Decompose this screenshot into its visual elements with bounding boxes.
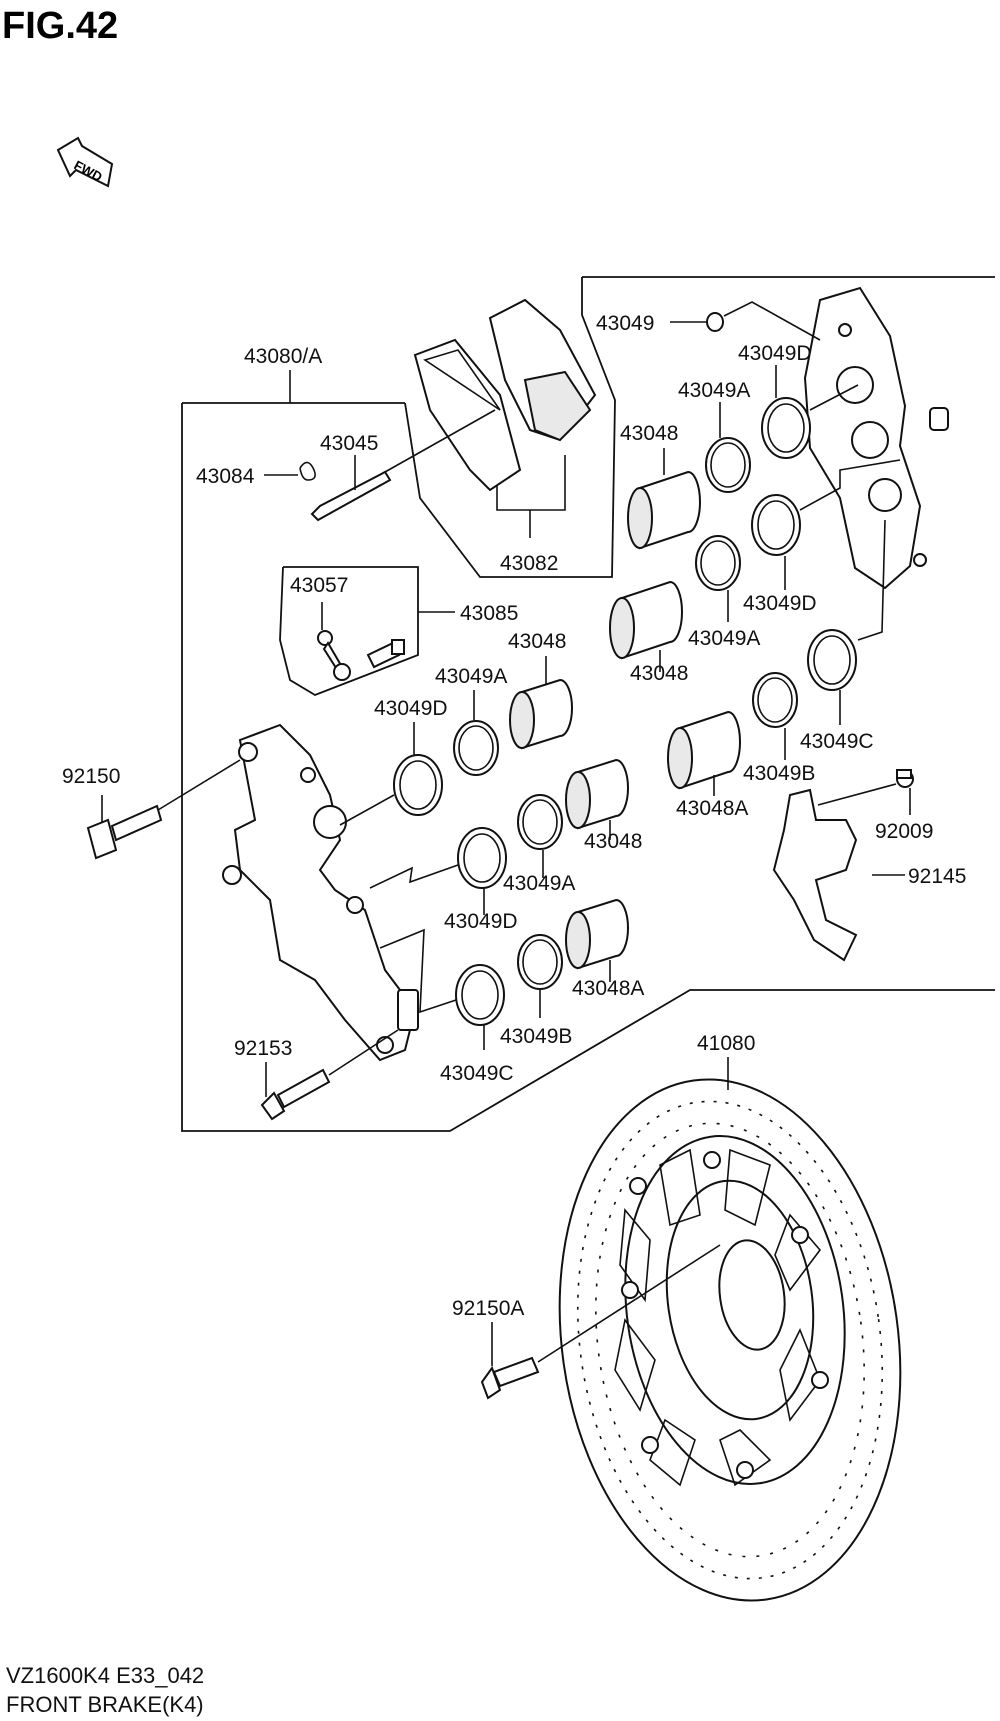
callout-92009: 92009 bbox=[875, 820, 933, 843]
seal-43049A-l2 bbox=[517, 794, 563, 850]
callout-43049B-l: 43049B bbox=[500, 1025, 572, 1048]
piston-43048A-l bbox=[565, 898, 629, 970]
callout-43080A: 43080/A bbox=[244, 345, 322, 368]
callout-43049D-r1: 43049D bbox=[738, 342, 812, 365]
caliper-left bbox=[222, 723, 419, 1062]
bleed-valve-43057 bbox=[317, 630, 351, 681]
seal-43049C-l bbox=[455, 964, 505, 1026]
brake-pad-1 bbox=[413, 338, 522, 492]
pad-pin bbox=[310, 409, 496, 522]
callout-43049B-r: 43049B bbox=[743, 762, 815, 785]
callout-92153: 92153 bbox=[234, 1037, 292, 1060]
callout-41080: 41080 bbox=[697, 1032, 755, 1055]
seal-43049D-r2 bbox=[751, 494, 801, 556]
callout-43049D-l1: 43049D bbox=[374, 697, 448, 720]
callout-43048-r2: 43048 bbox=[630, 662, 688, 685]
clip-43084 bbox=[299, 461, 316, 481]
seal-43049D-l2 bbox=[457, 827, 507, 889]
bolt-92150 bbox=[86, 804, 163, 860]
seal-43049D-r1 bbox=[761, 397, 811, 459]
diagram-caption: FRONT BRAKE(K4) bbox=[6, 1692, 204, 1717]
piston-43048-r1 bbox=[627, 470, 701, 550]
callout-43057: 43057 bbox=[290, 574, 348, 597]
callout-43048-l2: 43048 bbox=[584, 830, 642, 853]
callout-43049C-l: 43049C bbox=[440, 1062, 514, 1085]
sub-frame-43085 bbox=[279, 566, 419, 696]
bleeder-screw bbox=[366, 639, 405, 669]
callout-43082: 43082 bbox=[500, 552, 558, 575]
callout-43049A-l1: 43049A bbox=[435, 665, 507, 688]
bolt-92009 bbox=[896, 769, 914, 788]
seal-43049C-r bbox=[807, 629, 857, 691]
callout-43045: 43045 bbox=[320, 432, 378, 455]
bracket-92145 bbox=[772, 788, 858, 962]
figure-title: FIG.42 bbox=[2, 5, 118, 47]
callout-43048A-l: 43048A bbox=[572, 977, 644, 1000]
bolt-92150A bbox=[480, 1356, 540, 1400]
seal-43049A-r1 bbox=[705, 437, 751, 493]
callout-43049A-l2: 43049A bbox=[503, 872, 575, 895]
piston-43048A-r bbox=[667, 710, 741, 790]
brake-pad-2 bbox=[488, 298, 597, 442]
callout-43084: 43084 bbox=[196, 465, 255, 488]
callout-43085: 43085 bbox=[460, 602, 518, 625]
callout-43049C-r: 43049C bbox=[800, 730, 874, 753]
callout-43049D-l2: 43049D bbox=[444, 910, 518, 933]
callout-92150: 92150 bbox=[62, 765, 120, 788]
callout-43049A-r2: 43049A bbox=[688, 627, 760, 650]
brake-disc-41080 bbox=[558, 1078, 902, 1602]
caliper-right bbox=[803, 286, 949, 590]
fwd-arrow-icon: FWD bbox=[56, 136, 114, 188]
seal-43049B-r bbox=[752, 672, 798, 728]
callout-43049D-r2: 43049D bbox=[743, 592, 817, 615]
nut-43049 bbox=[706, 312, 724, 332]
assembly-frame bbox=[181, 276, 995, 1132]
callout-43049A-r1: 43049A bbox=[678, 379, 750, 402]
seal-43049B-l bbox=[517, 934, 563, 990]
callout-43048-l1: 43048 bbox=[508, 630, 566, 653]
model-code: VZ1600K4 E33_042 bbox=[6, 1663, 204, 1688]
callout-43048A-r: 43048A bbox=[676, 797, 748, 820]
leader-43082 bbox=[496, 455, 566, 511]
callout-43049-top: 43049 bbox=[596, 312, 654, 335]
piston-43048-r2 bbox=[609, 580, 683, 660]
callout-43048-r1: 43048 bbox=[620, 422, 678, 445]
bolt-92153 bbox=[260, 1068, 331, 1121]
seal-43049D-l1 bbox=[393, 754, 443, 816]
piston-43048-l2 bbox=[565, 758, 629, 830]
seal-43049A-r2 bbox=[695, 535, 741, 591]
callout-92150A: 92150A bbox=[452, 1297, 524, 1320]
seal-43049A-l1 bbox=[453, 720, 499, 776]
callout-92145: 92145 bbox=[908, 865, 966, 888]
piston-43048-l1 bbox=[509, 678, 573, 750]
